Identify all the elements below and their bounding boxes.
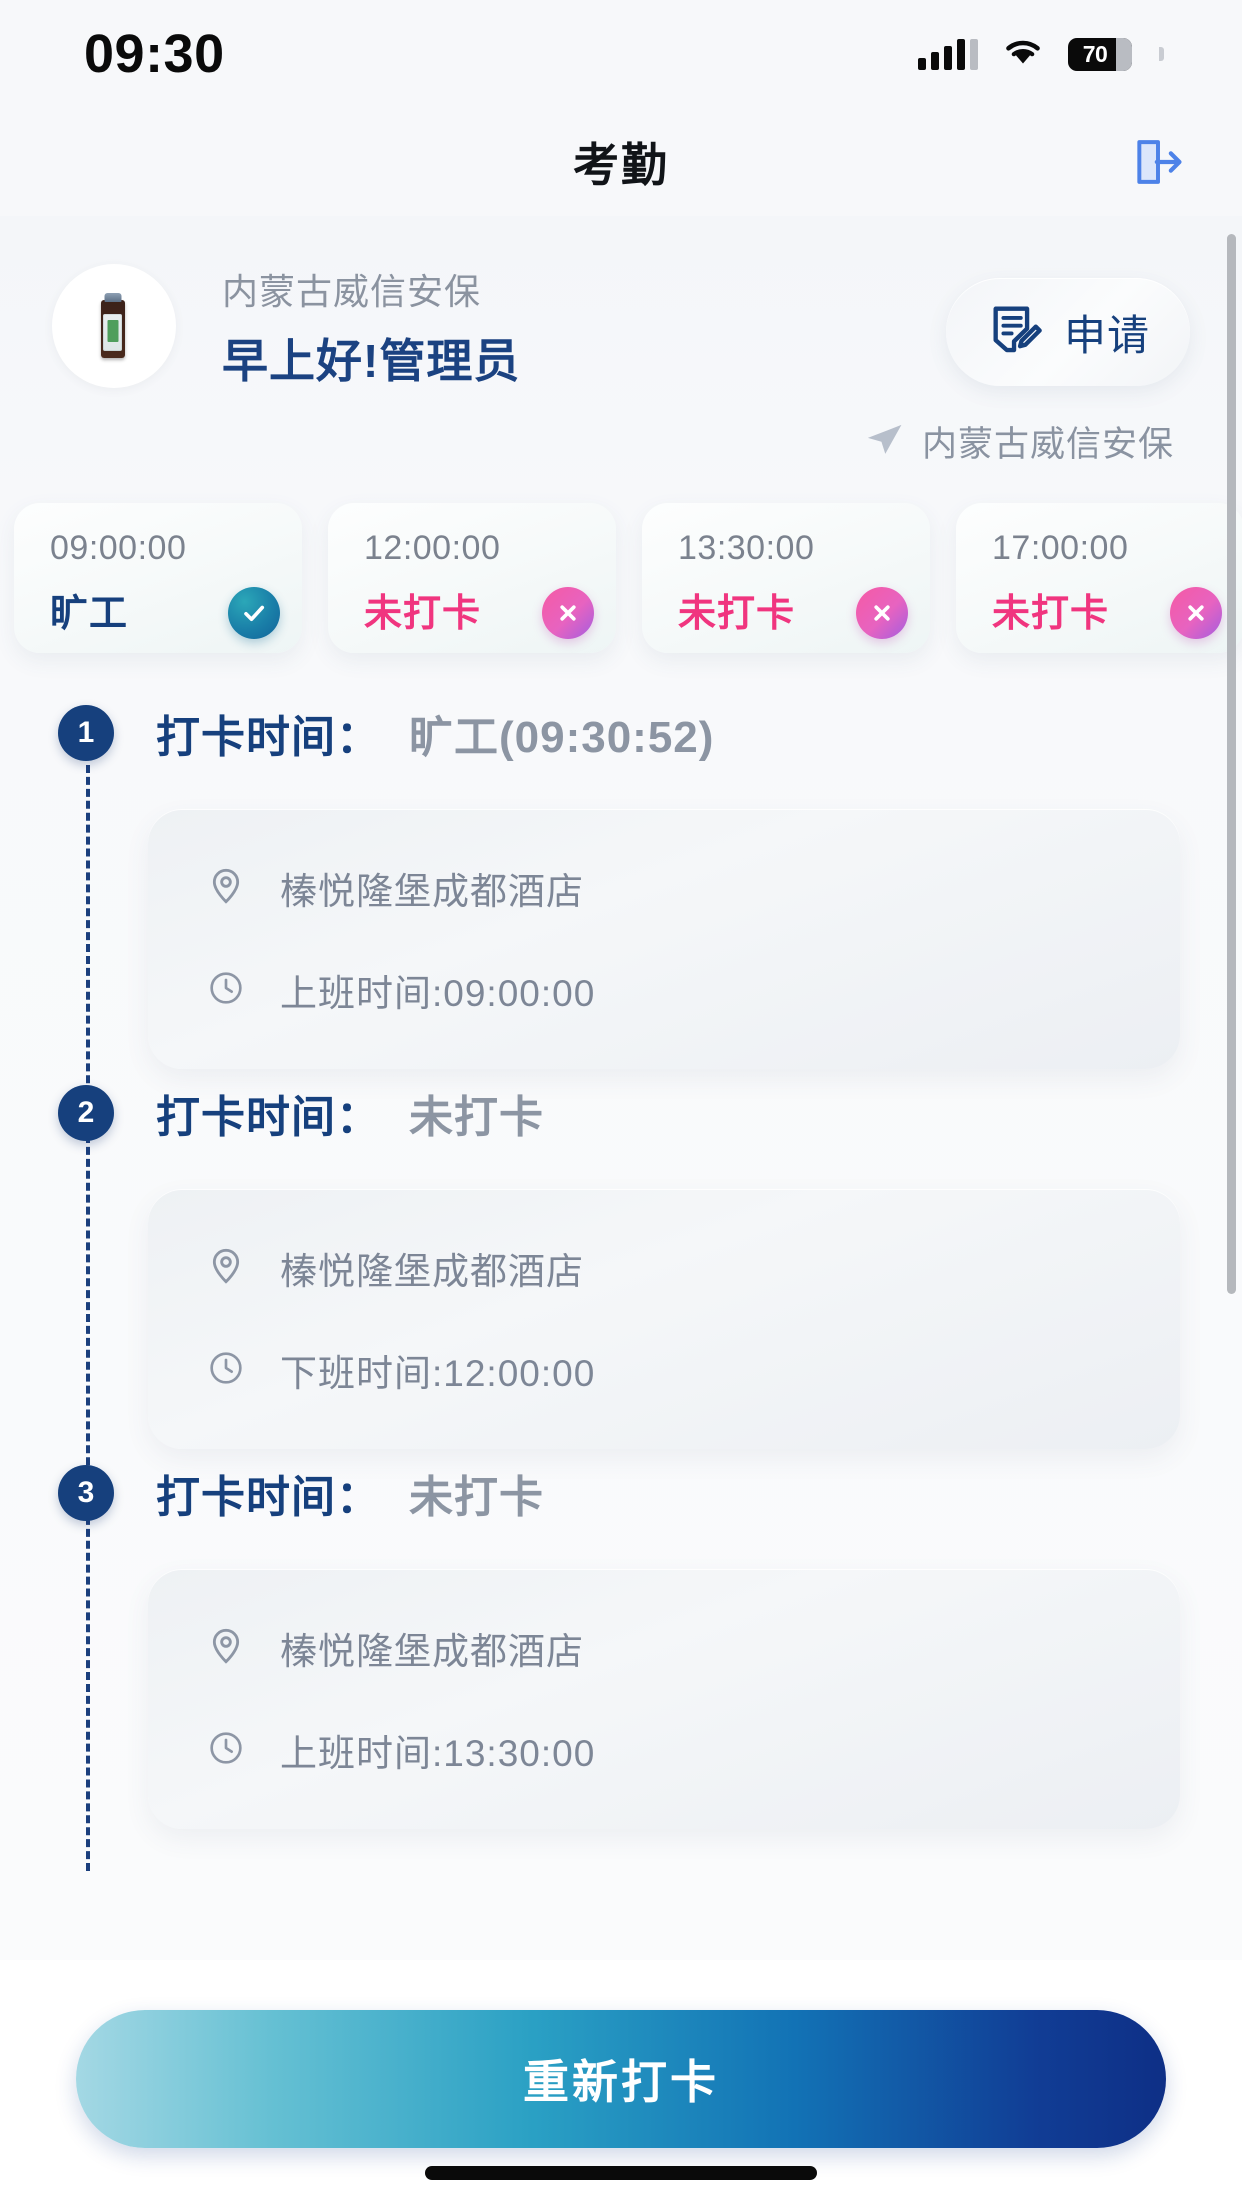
detail-location-row: 榛悦隆堡成都酒店 xyxy=(206,1241,1180,1295)
punch-card-status: 未打卡 xyxy=(992,593,1110,636)
clock-icon xyxy=(206,1348,246,1393)
status-bar: 09:30 70 xyxy=(0,0,1242,108)
punch-card-time: 12:00:00 xyxy=(364,529,501,568)
map-pin-icon xyxy=(206,1626,246,1671)
battery-tip-icon xyxy=(1159,47,1164,61)
timeline-dashed-line xyxy=(86,765,90,1872)
detail-shift-row: 上班时间:09:00:00 xyxy=(206,963,1180,1017)
timeline-item-value: 旷工(09:30:52) xyxy=(409,713,715,763)
punch-card-time: 13:30:00 xyxy=(678,529,815,568)
map-pin-icon xyxy=(206,1246,246,1291)
timeline-item-header: 1 打卡时间： 旷工(09:30:52) xyxy=(0,701,1242,765)
detail-shift-text: 上班时间:09:00:00 xyxy=(280,973,596,1015)
close-icon xyxy=(542,587,594,640)
logout-icon xyxy=(1137,140,1182,184)
status-bar-indicators: 70 xyxy=(918,36,1164,73)
timeline-detail-card[interactable]: 榛悦隆堡成都酒店 下班时间:12:00:00 xyxy=(148,1189,1180,1450)
navigation-send-icon xyxy=(862,417,906,466)
punch-card-status: 旷工 xyxy=(50,593,129,636)
punch-time-card[interactable]: 12:00:00 未打卡 xyxy=(328,503,616,654)
vertical-scrollbar[interactable] xyxy=(1227,234,1236,1294)
detail-shift-text: 上班时间:13:30:00 xyxy=(280,1733,596,1775)
timeline-item: 1 打卡时间： 旷工(09:30:52) 榛悦隆堡成都酒店 xyxy=(0,701,1242,1081)
timeline-item-label: 打卡时间： xyxy=(156,1093,381,1143)
timeline-detail-card[interactable]: 榛悦隆堡成都酒店 上班时间:09:00:00 xyxy=(148,809,1180,1070)
punch-time-strip[interactable]: 09:00:00 旷工 12:00:00 未打卡 13:30:0 xyxy=(0,467,1242,679)
punch-card-status: 未打卡 xyxy=(364,593,482,636)
signal-bars-icon xyxy=(918,38,978,70)
timeline-item-label: 打卡时间： xyxy=(156,1473,381,1523)
detail-location-row: 榛悦隆堡成都酒店 xyxy=(206,861,1180,915)
timeline-item-header: 2 打卡时间： 未打卡 xyxy=(0,1081,1242,1145)
timeline-item-value: 未打卡 xyxy=(409,1093,544,1143)
detail-shift-row: 上班时间:13:30:00 xyxy=(206,1723,1180,1777)
profile-header: 内蒙古威信安保 早上好!管理员 申请 xyxy=(0,216,1242,388)
clock-icon xyxy=(206,968,246,1013)
punch-timeline: 1 打卡时间： 旷工(09:30:52) 榛悦隆堡成都酒店 xyxy=(0,679,1242,1872)
current-location-text: 内蒙古威信安保 xyxy=(921,425,1174,465)
timeline-item: 2 打卡时间： 未打卡 榛悦隆堡成都酒店 xyxy=(0,1081,1242,1461)
detail-location-text: 榛悦隆堡成都酒店 xyxy=(280,1251,584,1293)
punch-card-time: 09:00:00 xyxy=(50,529,187,568)
company-name: 内蒙古威信安保 xyxy=(222,271,482,312)
map-pin-icon xyxy=(206,866,246,911)
punch-time-card[interactable]: 13:30:00 未打卡 xyxy=(642,503,930,654)
apply-button[interactable]: 申请 xyxy=(946,278,1190,386)
greeting-text: 早上好!管理员 xyxy=(222,335,521,388)
punch-time-card[interactable]: 17:00:00 未打卡 xyxy=(956,503,1242,654)
nav-bar: 考勤 xyxy=(0,108,1242,216)
timeline-step-number: 2 xyxy=(58,1085,114,1142)
avatar[interactable] xyxy=(52,264,176,388)
current-location-row[interactable]: 内蒙古威信安保 xyxy=(0,388,1242,467)
scroll-content[interactable]: 内蒙古威信安保 早上好!管理员 申请 xyxy=(0,216,1242,1960)
logout-button[interactable] xyxy=(1122,126,1194,198)
check-icon xyxy=(228,587,280,640)
timeline-detail-card[interactable]: 榛悦隆堡成都酒店 上班时间:13:30:00 xyxy=(148,1569,1180,1830)
clock-icon xyxy=(206,1728,246,1773)
page-title: 考勤 xyxy=(573,139,669,191)
apply-button-label: 申请 xyxy=(1063,311,1150,359)
bottom-action-bar: 重新打卡 xyxy=(0,1960,1242,2208)
avatar-photo xyxy=(70,264,156,388)
timeline-item-value: 未打卡 xyxy=(409,1473,544,1523)
home-indicator xyxy=(425,2166,817,2180)
status-bar-time: 09:30 xyxy=(84,24,225,84)
punch-time-card[interactable]: 09:00:00 旷工 xyxy=(14,503,302,654)
timeline-item-label: 打卡时间： xyxy=(156,713,381,763)
timeline-item-header: 3 打卡时间： 未打卡 xyxy=(0,1461,1242,1525)
timeline-item: 3 打卡时间： 未打卡 榛悦隆堡成都酒店 xyxy=(0,1461,1242,1841)
detail-location-text: 榛悦隆堡成都酒店 xyxy=(280,1631,584,1673)
document-edit-icon xyxy=(986,301,1044,364)
timeline-step-number: 3 xyxy=(58,1465,114,1522)
profile-text-block: 内蒙古威信安保 早上好!管理员 xyxy=(176,264,946,388)
battery-icon: 70 xyxy=(1068,37,1132,71)
detail-shift-row: 下班时间:12:00:00 xyxy=(206,1343,1180,1397)
battery-percent: 70 xyxy=(1082,40,1108,67)
close-icon xyxy=(1170,587,1222,640)
detail-location-text: 榛悦隆堡成都酒店 xyxy=(280,871,584,913)
punch-card-status: 未打卡 xyxy=(678,593,796,636)
punch-card-time: 17:00:00 xyxy=(992,529,1129,568)
timeline-step-number: 1 xyxy=(58,705,114,762)
detail-location-row: 榛悦隆堡成都酒店 xyxy=(206,1621,1180,1675)
close-icon xyxy=(856,587,908,640)
recheck-in-button[interactable]: 重新打卡 xyxy=(76,2010,1166,2148)
wifi-icon xyxy=(1002,36,1044,73)
detail-shift-text: 下班时间:12:00:00 xyxy=(280,1353,596,1395)
avatar-bottle-label-icon xyxy=(107,320,119,342)
